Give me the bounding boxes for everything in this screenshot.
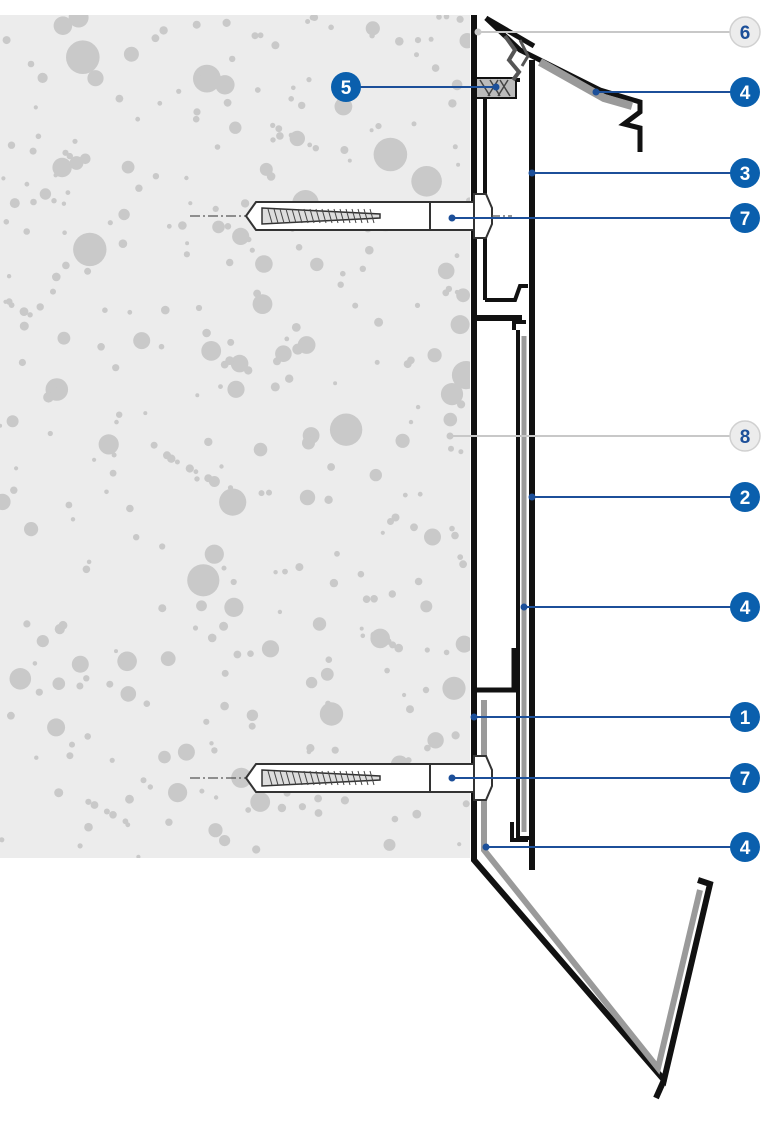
callout-badge-7b: 7 xyxy=(730,763,760,793)
callout-label-2: 2 xyxy=(740,488,751,509)
lower-profile-bracket xyxy=(476,648,517,693)
callout-badge-5: 5 xyxy=(331,72,361,102)
callout-badge-3: 3 xyxy=(730,158,760,188)
lower-profile-wall-leg xyxy=(471,320,714,1087)
sealant-strip xyxy=(503,34,522,82)
lower-profile-tail xyxy=(653,1078,667,1100)
leader-dot-7a xyxy=(448,214,456,222)
callout-badge-8: 8 xyxy=(729,420,761,452)
leader-dot-4c xyxy=(482,843,490,851)
callout-badge-4a: 4 xyxy=(730,77,760,107)
sealant-strip-2 xyxy=(518,39,530,67)
lower-profile xyxy=(471,320,714,1100)
callout-badge-4b: 4 xyxy=(730,592,760,622)
leader-dot-1 xyxy=(470,713,478,721)
leader-lines xyxy=(346,28,745,851)
leader-dot-8 xyxy=(446,432,454,440)
callout-badge-2: 2 xyxy=(730,482,760,512)
upper-profile-wall-leg xyxy=(471,15,522,321)
leader-dot-7b xyxy=(448,774,456,782)
upper-profile xyxy=(471,15,643,321)
callout-label-4b: 4 xyxy=(740,598,751,619)
callout-label-1: 1 xyxy=(740,708,751,729)
callout-badges: 6 5 4 3 7 8 2 4 1 7 4 xyxy=(331,16,761,862)
lower-clip xyxy=(510,822,528,842)
leader-dot-5 xyxy=(492,83,500,91)
leader-dot-4b xyxy=(520,603,528,611)
concrete-wall xyxy=(0,15,470,858)
callout-label-8: 8 xyxy=(740,427,751,448)
callout-badge-4c: 4 xyxy=(730,832,760,862)
upper-profile-inner-box xyxy=(483,78,520,300)
leader-dot-6 xyxy=(474,28,482,36)
callout-label-3: 3 xyxy=(740,164,751,185)
callout-badge-7a: 7 xyxy=(730,203,760,233)
leader-dot-4a xyxy=(592,88,600,96)
callout-label-4c: 4 xyxy=(740,838,751,859)
leader-dot-3 xyxy=(528,169,536,177)
callout-label-6: 6 xyxy=(740,23,751,44)
callout-label-7b: 7 xyxy=(740,769,751,790)
middle-profile-top-hook xyxy=(512,320,526,330)
leader-dot-2 xyxy=(528,493,536,501)
cap-gasket-grey xyxy=(538,58,634,110)
callout-label-7a: 7 xyxy=(740,209,751,230)
upper-profile-clip xyxy=(485,284,528,302)
cap-top xyxy=(484,16,643,152)
callout-label-4a: 4 xyxy=(740,83,751,104)
anchor-screw-1 xyxy=(190,193,512,239)
callout-badge-1: 1 xyxy=(730,702,760,732)
callout-label-5: 5 xyxy=(341,78,352,99)
callout-badge-6: 6 xyxy=(729,16,761,48)
